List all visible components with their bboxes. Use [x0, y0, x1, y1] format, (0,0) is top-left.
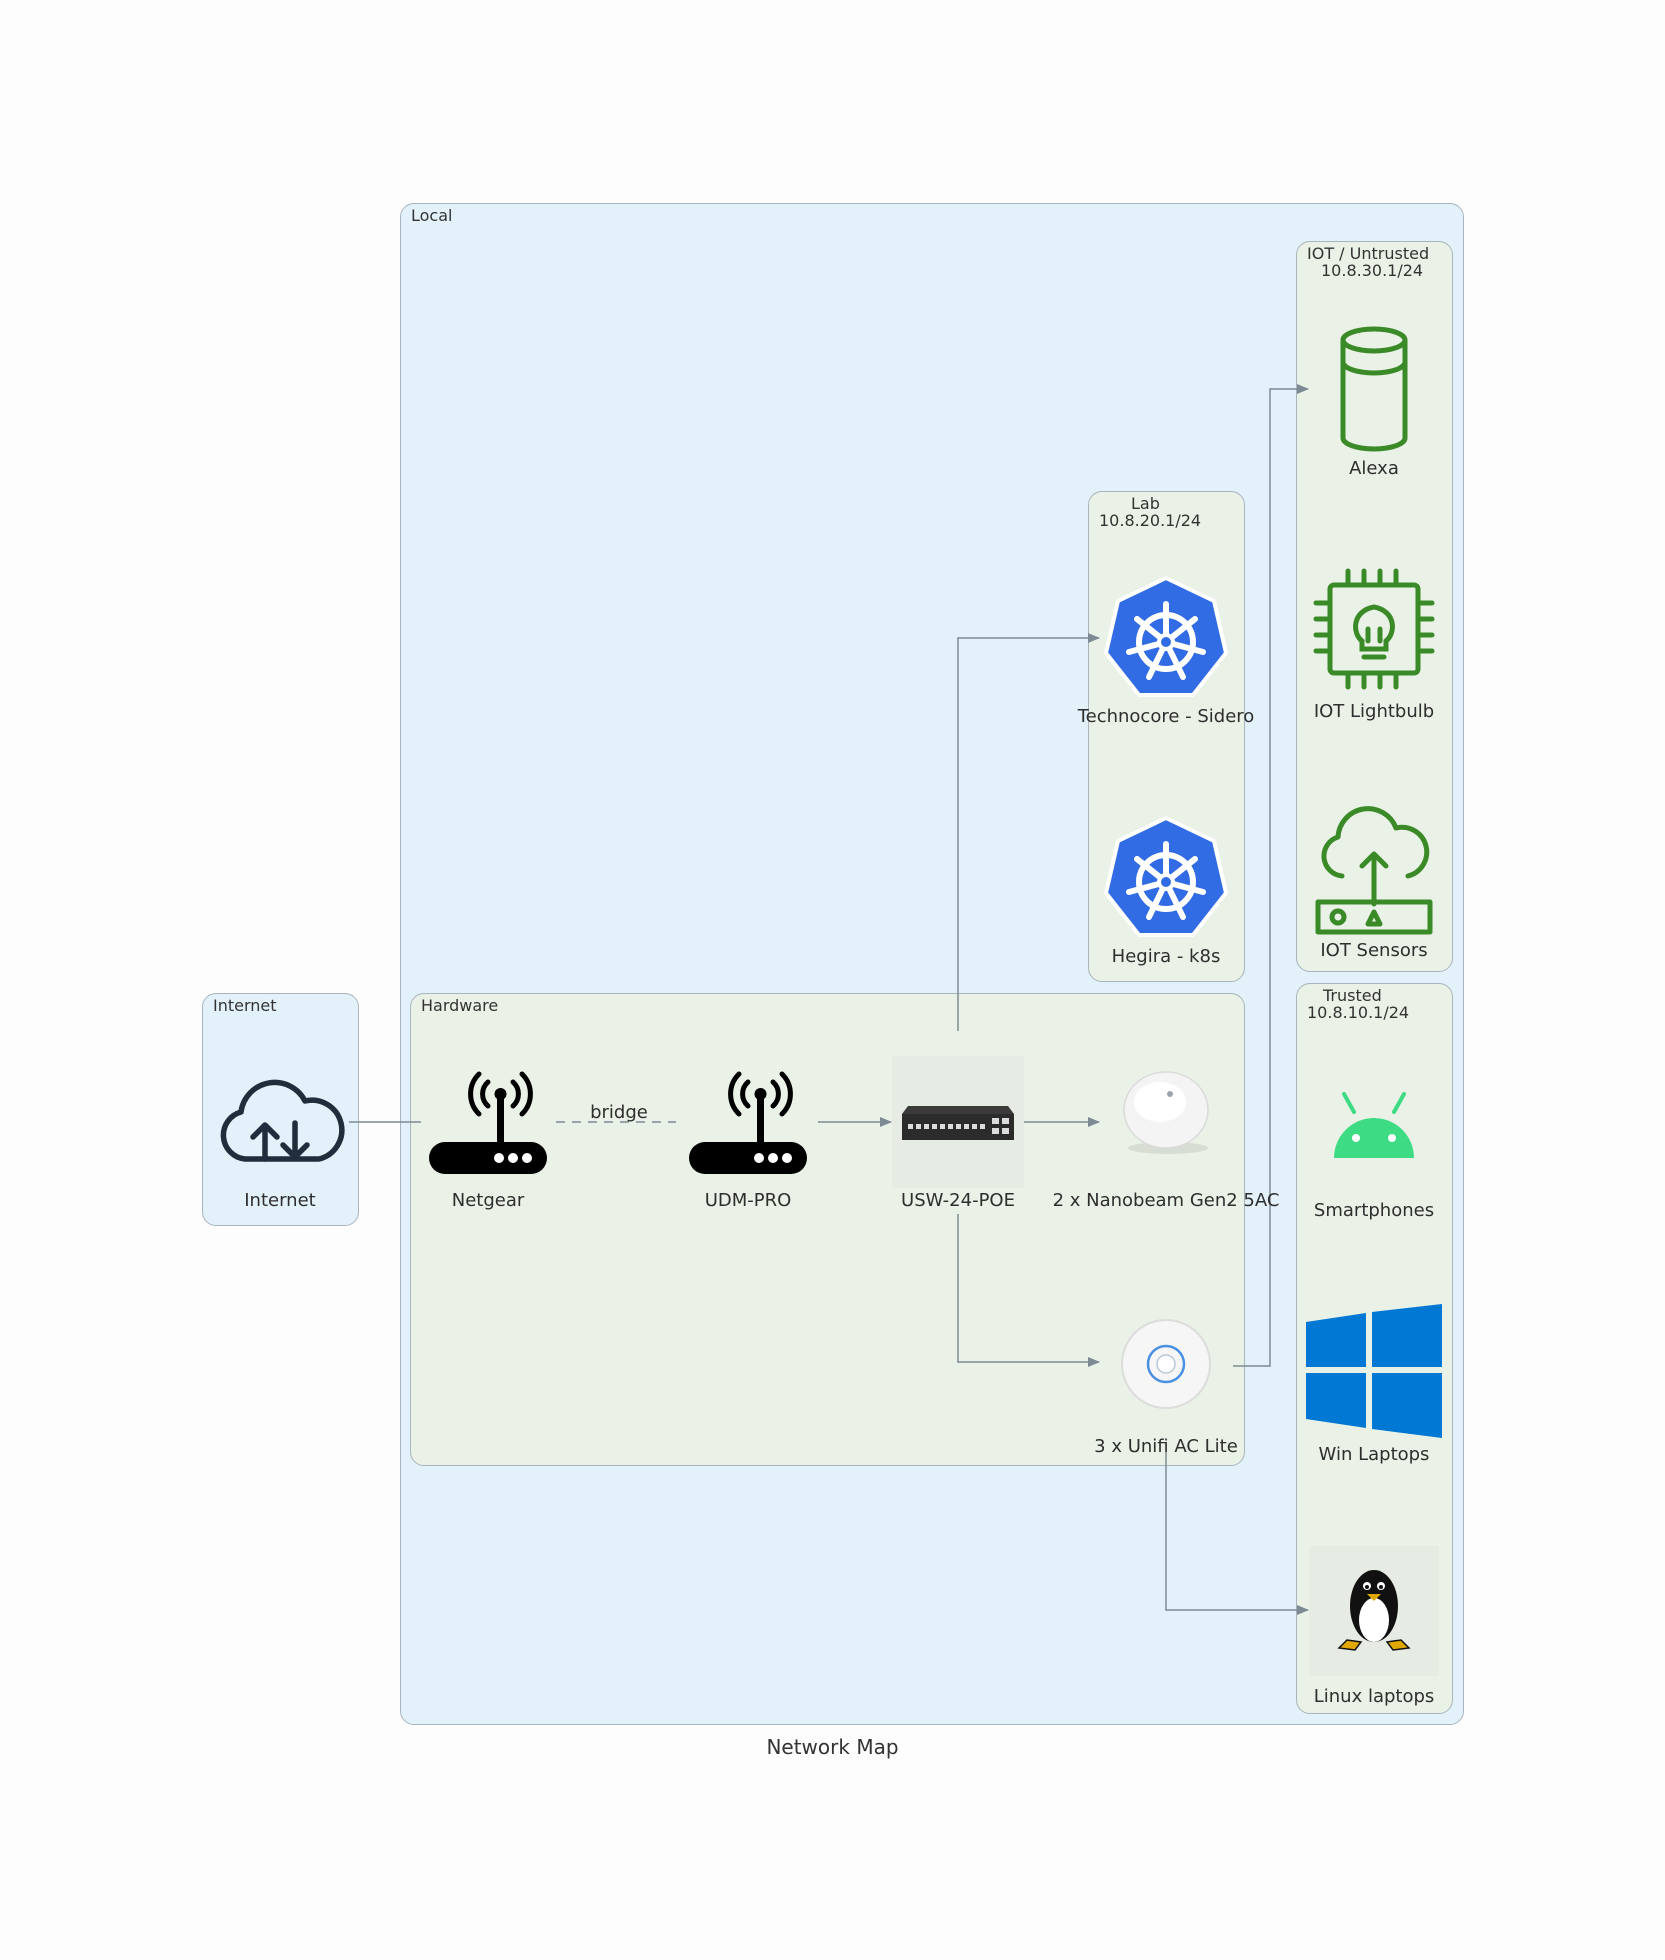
smart-speaker-icon: [1340, 326, 1408, 452]
cluster-local: Local: [400, 203, 1464, 1725]
node-lightbulb[interactable]: IOT Lightbulb: [1274, 567, 1474, 727]
node-sensors[interactable]: IOT Sensors: [1274, 806, 1474, 966]
cluster-lab-name: Lab: [1131, 494, 1160, 513]
node-smartphones-label: Smartphones: [1313, 1200, 1435, 1221]
node-netgear[interactable]: Netgear: [388, 1070, 588, 1220]
node-internet[interactable]: Internet: [180, 1075, 380, 1220]
cloud-sync-icon: [220, 1079, 345, 1162]
kubernetes-icon: [1104, 576, 1228, 697]
node-hegira-label: Hegira - k8s: [1111, 946, 1221, 967]
edge-switch-technocore: [957, 633, 1100, 1031]
node-sensors-label: IOT Sensors: [1320, 940, 1428, 961]
kubernetes-icon: [1104, 816, 1228, 937]
node-udm[interactable]: UDM-PRO: [648, 1070, 848, 1220]
node-netgear-label: Netgear: [451, 1190, 525, 1211]
switch-icon: [892, 1056, 1024, 1188]
chip-lightbulb-icon: [1313, 568, 1435, 690]
cluster-hardware-label: Hardware: [421, 996, 499, 1015]
router-icon: [429, 1071, 547, 1174]
node-linux-label: Linux laptops: [1313, 1686, 1435, 1707]
node-lightbulb-label: IOT Lightbulb: [1313, 701, 1435, 722]
cluster-internet-label: Internet: [213, 996, 277, 1015]
cluster-iot-cidr: 10.8.30.1/24: [1321, 261, 1424, 280]
edge-unifi-linux: [1165, 1452, 1309, 1615]
node-udm-label: UDM-PRO: [704, 1190, 792, 1211]
node-alexa-label: Alexa: [1349, 458, 1399, 479]
node-linux[interactable]: Linux laptops: [1274, 1546, 1474, 1707]
cluster-lab-cidr: 10.8.20.1/24: [1099, 511, 1202, 530]
windows-icon: [1306, 1304, 1442, 1438]
node-winlaptops-label: Win Laptops: [1318, 1444, 1430, 1465]
edge-switch-unifi: [957, 1214, 1100, 1367]
node-unifi[interactable]: 3 x Unifi AC Lite: [1066, 1312, 1266, 1466]
edge-unifi-alexa: [1233, 384, 1309, 1367]
diagram-title: Network Map: [766, 1735, 899, 1759]
cluster-hardware: Hardware: [410, 993, 1245, 1466]
access-point-icon: [1121, 1319, 1211, 1409]
linux-tux-icon: [1309, 1546, 1439, 1676]
node-alexa[interactable]: Alexa: [1274, 324, 1474, 484]
node-nanobeam[interactable]: 2 x Nanobeam Gen2 5AC: [1053, 1066, 1279, 1220]
cloud-upload-device-icon: [1315, 806, 1433, 935]
node-switch-label: USW-24-POE: [901, 1190, 1015, 1211]
node-unifi-label: 3 x Unifi AC Lite: [1094, 1436, 1238, 1457]
cluster-local-label: Local: [411, 206, 453, 225]
node-nanobeam-label: 2 x Nanobeam Gen2 5AC: [1052, 1190, 1280, 1211]
node-switch[interactable]: USW-24-POE: [858, 1056, 1058, 1220]
node-smartphones[interactable]: Smartphones: [1274, 1090, 1474, 1221]
cluster-trusted-cidr: 10.8.10.1/24: [1307, 1003, 1410, 1022]
edge-label-bridge: bridge: [590, 1102, 648, 1123]
node-internet-label: Internet: [244, 1190, 316, 1211]
node-technocore[interactable]: Technocore - Sidero: [1066, 576, 1266, 730]
nanobeam-icon: [1123, 1071, 1209, 1154]
node-technocore-label: Technocore - Sidero: [1077, 706, 1255, 727]
cluster-iot-name: IOT / Untrusted: [1307, 244, 1430, 263]
router-icon: [689, 1071, 807, 1174]
android-icon: [1334, 1092, 1414, 1158]
node-hegira[interactable]: Hegira - k8s: [1066, 816, 1266, 970]
node-winlaptops[interactable]: Win Laptops: [1274, 1304, 1474, 1465]
cluster-trusted-name: Trusted: [1323, 986, 1382, 1005]
